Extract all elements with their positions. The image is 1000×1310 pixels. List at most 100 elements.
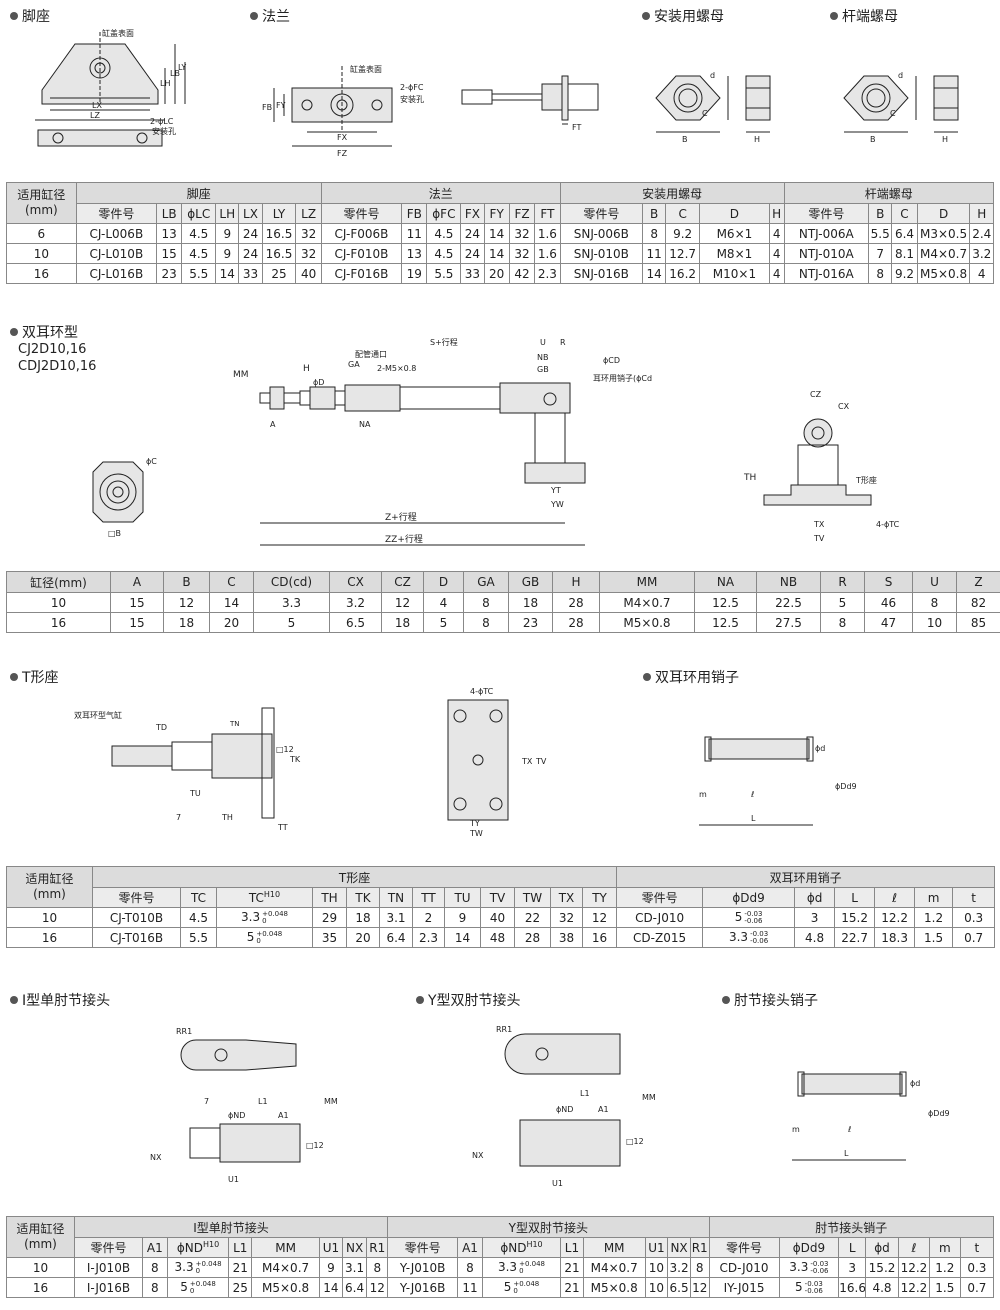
cell-value: CD-Z015 [633, 930, 687, 945]
cell-value: 12 [178, 595, 195, 610]
bullet-icon [722, 996, 730, 1004]
table-cell: 2 [412, 907, 445, 928]
table-cell: 16 [6, 927, 93, 948]
cell-value: 9.2 [894, 266, 915, 281]
cell-value: Y-J016B [399, 1280, 446, 1295]
bullet-icon [250, 12, 258, 20]
cell-value: 6.4 [894, 226, 915, 241]
cell-value: 22 [524, 910, 541, 925]
table-cell: 8 [912, 592, 957, 613]
cell-value: M5×0.8 [262, 1280, 310, 1295]
bullet-icon [10, 673, 18, 681]
column-header: NX [341, 1237, 368, 1258]
flange-drawing: 缸盖表面 2-ϕFC 安装孔 FB FY FX FZ [262, 64, 424, 158]
column-header-label: FX [464, 206, 480, 221]
table-cell: 4 [768, 243, 785, 264]
cell-value: 25 [271, 266, 287, 281]
ij-a1-label: A1 [278, 1111, 289, 1120]
cell-value: 28 [568, 595, 584, 610]
cell-value: 8 [876, 266, 885, 281]
cell-value: 19 [406, 266, 422, 281]
section-label: Y型双肘节接头 [428, 993, 521, 1009]
cell-value: 32 [514, 246, 530, 261]
tb-tt-label: TT [277, 823, 288, 832]
clevis-r-label: R [560, 338, 566, 347]
table-cell: 6.5 [329, 612, 382, 633]
cell-value: 20 [223, 615, 240, 630]
cell-value: 3 [848, 1260, 856, 1275]
column-header: CX [329, 571, 382, 593]
cell-value: 8 [695, 1260, 704, 1275]
tolerance-upper: +0.048 [256, 929, 283, 938]
mnut-b-label: B [682, 135, 688, 144]
cell-value: 16 [591, 930, 608, 945]
table-cell: 14 [483, 223, 510, 244]
cell-value: 4.8 [805, 930, 825, 945]
cell-value: 40 [489, 910, 506, 925]
table-cell: 3.3 [253, 592, 330, 613]
column-header: 零件号 [783, 203, 870, 224]
cell-value: 9 [223, 246, 232, 261]
table-cell: 24 [460, 223, 485, 244]
cell-value: 82 [970, 595, 987, 610]
column-header: ϕLC [181, 203, 217, 224]
cell-value: NTJ-016A [798, 266, 854, 281]
column-header-label: FZ [514, 206, 530, 221]
column-header: LH [215, 203, 240, 224]
cell-value: 1.6 [537, 246, 557, 261]
column-header: TCH10 [216, 887, 313, 908]
cell-value: 1.6 [537, 226, 557, 241]
column-header-label: H [772, 206, 782, 221]
table-cell: 12.2 [874, 907, 916, 928]
cell-value: 8 [650, 226, 658, 241]
column-header: ϕd [865, 1237, 900, 1258]
cell-value: 14 [219, 266, 235, 281]
table-cell: 14 [319, 1277, 343, 1298]
table-cell: CJ-L016B [75, 263, 158, 284]
table-cell: 15 [155, 243, 183, 264]
table-cell: 40 [480, 907, 515, 928]
column-header-label: NX [345, 1240, 364, 1255]
cell-value: 15 [129, 595, 145, 610]
table-cell: 8 [457, 1257, 483, 1278]
column-header: D [699, 203, 770, 224]
column-header: FT [534, 203, 561, 224]
table-cell: 16 [6, 612, 111, 633]
table-cell: 4 [768, 223, 785, 244]
cell-value: 11 [406, 226, 422, 241]
cell-value: 8 [930, 595, 939, 610]
cell-value: 16.5 [265, 246, 293, 261]
clevis-yt-label: YT [550, 486, 561, 495]
table-cell: CD-Z015 [616, 927, 704, 948]
section-title-rod-nut: 杆端螺母 [830, 6, 898, 26]
column-header-label: m [927, 890, 940, 905]
table-cell: 8 [642, 223, 667, 244]
table-cell: 46 [864, 592, 913, 613]
cell-value: 4.5 [188, 910, 209, 925]
clevis-h-label: H [303, 364, 310, 374]
cell-value: 7 [876, 246, 885, 261]
cell-value: 16 [41, 930, 58, 945]
clevis-tv-label: TV [813, 534, 825, 543]
column-header-label: TW [522, 890, 543, 905]
tolerance-class: H10 [203, 1240, 220, 1249]
column-header-label: R1 [369, 1240, 386, 1255]
table-cell: M4×0.7 [916, 243, 971, 264]
column-header: TH [312, 887, 347, 908]
table-cell: 1.2 [928, 1257, 961, 1278]
cell-value: 3.3 [174, 1260, 194, 1275]
table-cell: CJ-L010B [75, 243, 158, 264]
section-label: 肘节接头销子 [734, 993, 818, 1009]
section-label: T形座 [22, 670, 59, 686]
table-corner: 适用缸径(mm) [6, 1216, 75, 1258]
table-cell: 9.2 [891, 263, 918, 284]
cell-value: 28 [568, 615, 584, 630]
flange-fx-label: FX [337, 133, 348, 142]
column-header: 零件号 [92, 887, 181, 908]
column-header: ϕNDH10 [166, 1237, 230, 1258]
cell-value: M3×0.5 [919, 226, 968, 241]
